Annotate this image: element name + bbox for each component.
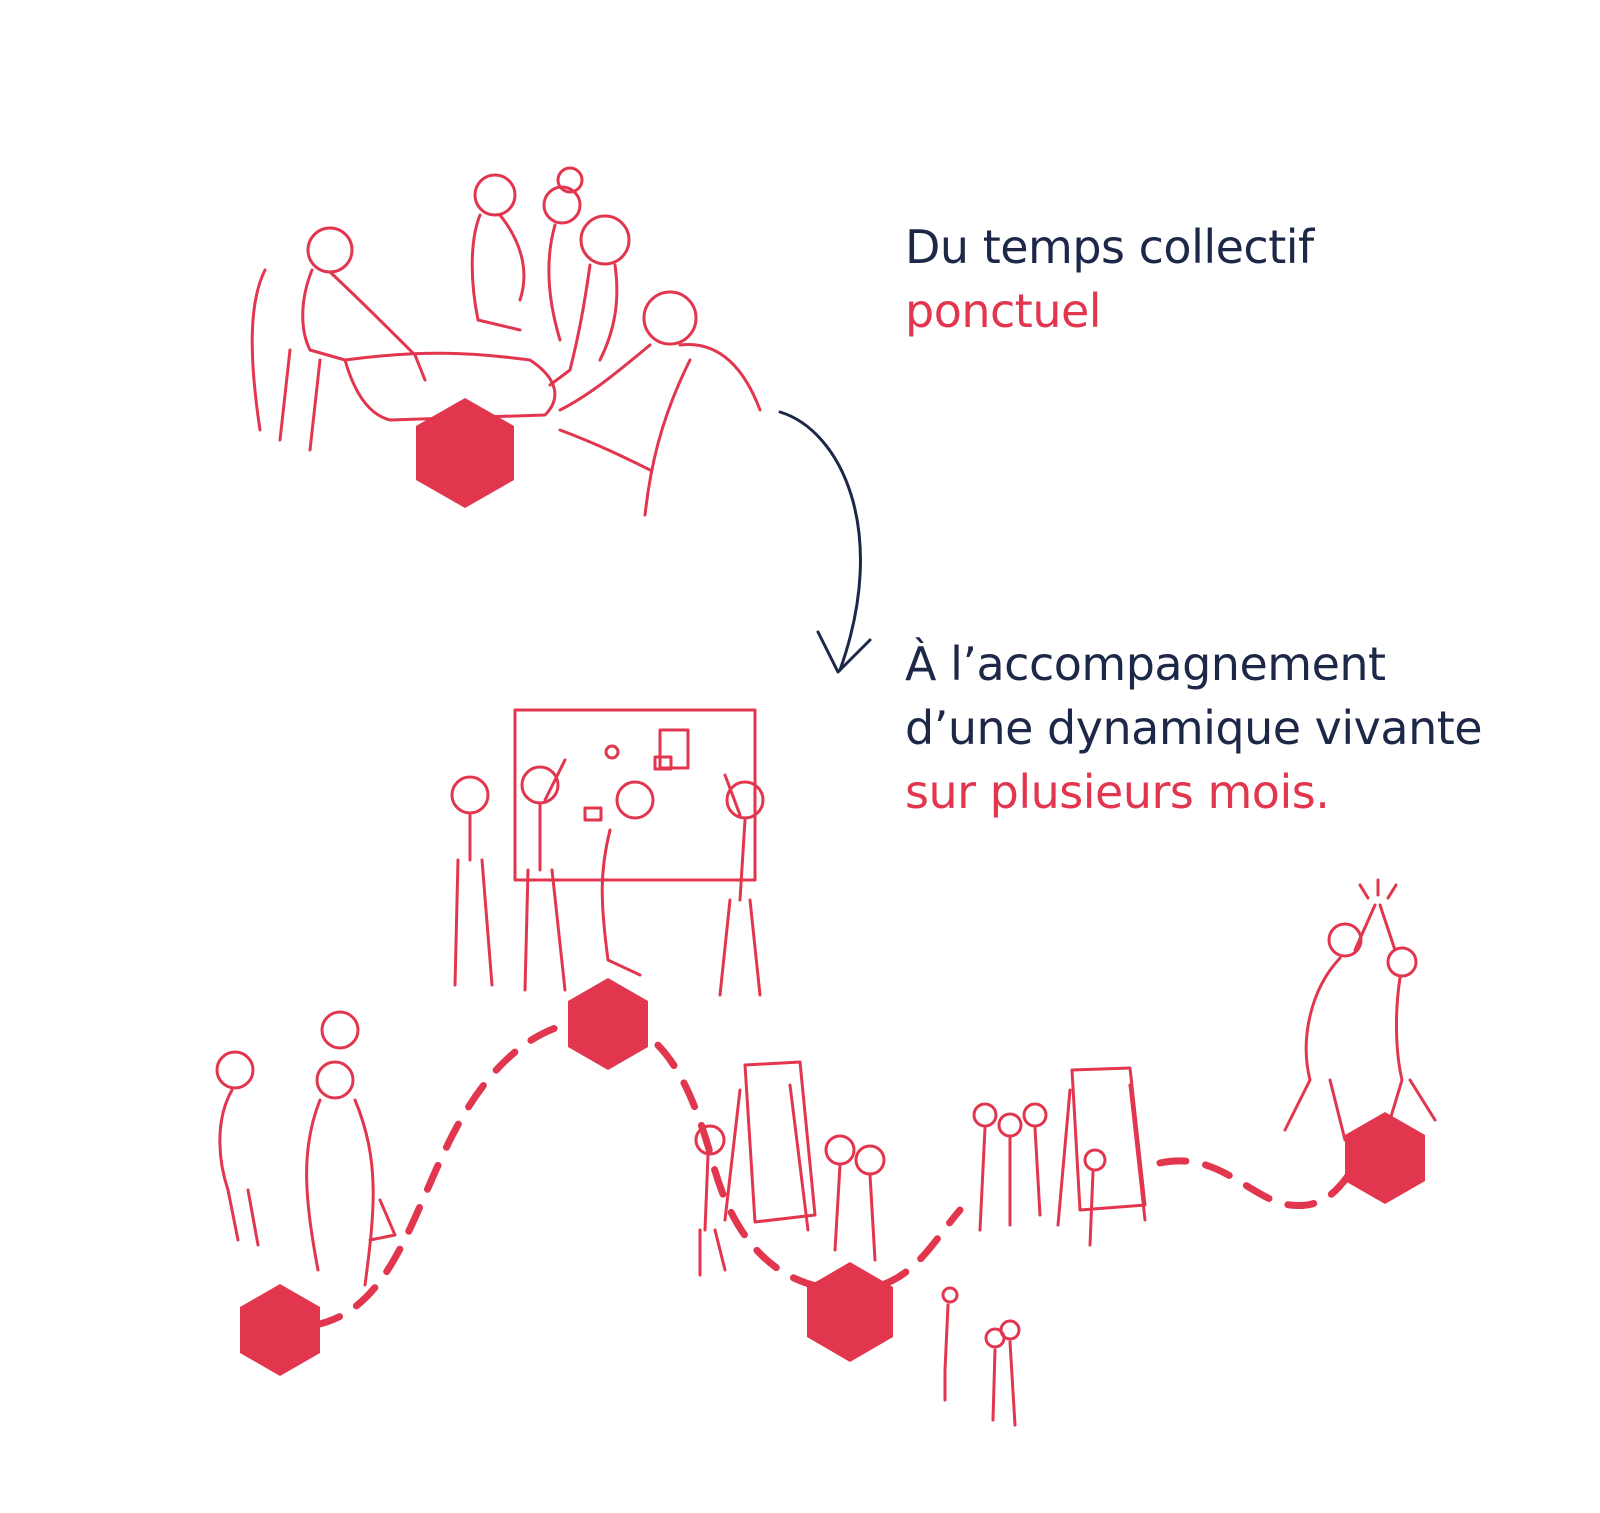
- caption-bottom-line2: d’une dynamique vivante: [905, 701, 1483, 755]
- hexagon-icon: [1345, 1112, 1425, 1204]
- hexagon-icon: [416, 398, 514, 508]
- hexagon-icon: [240, 1284, 320, 1376]
- board-team-scene: [450, 708, 765, 997]
- caption-top-line2: ponctuel: [905, 284, 1102, 338]
- collective-workshop-scene: [250, 166, 762, 517]
- hexagon-icon: [568, 978, 648, 1070]
- caption-top: Du temps collectif ponctuel: [905, 215, 1314, 343]
- caption-bottom: À l’accompagnement d’une dynamique vivan…: [905, 632, 1483, 824]
- curved-arrow-icon: [778, 410, 872, 674]
- hexagon-icon: [807, 1262, 893, 1362]
- second-flipchart-scene: [972, 1066, 1147, 1247]
- high-five-scene: [1283, 878, 1437, 1142]
- caption-bottom-line1: À l’accompagnement: [905, 637, 1386, 691]
- caption-bottom-line3: sur plusieurs mois.: [905, 765, 1330, 819]
- small-walkers-scene: [941, 1286, 1021, 1427]
- caption-top-line1: Du temps collectif: [905, 220, 1314, 274]
- flipchart-team-scene: [694, 1060, 886, 1277]
- standing-pair-scene: [215, 1010, 397, 1287]
